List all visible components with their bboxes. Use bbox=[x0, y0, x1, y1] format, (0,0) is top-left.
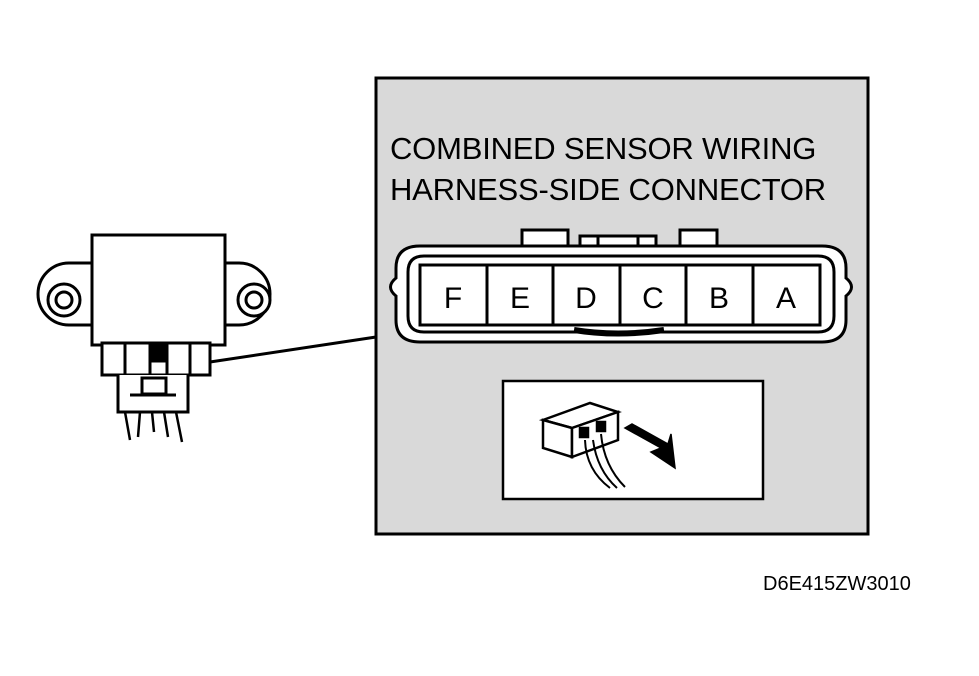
detail-title-line-1: COMBINED SENSOR WIRING bbox=[390, 131, 817, 166]
harness-side-connector bbox=[389, 228, 853, 344]
combined-sensor-unit bbox=[36, 233, 272, 443]
pin-labels: F E D C B A bbox=[444, 282, 796, 315]
pin-label-f: F bbox=[444, 282, 462, 315]
sensor-body bbox=[90, 233, 227, 347]
pin-label-d: D bbox=[575, 282, 597, 315]
pin-label-a: A bbox=[776, 282, 796, 315]
mounting-bolt-icon bbox=[236, 282, 272, 318]
figure-code: D6E415ZW3010 bbox=[763, 573, 911, 595]
connector-block-icon bbox=[538, 401, 626, 489]
mounting-bolt-icon bbox=[46, 282, 82, 318]
pin-label-c: C bbox=[642, 282, 664, 315]
pin-label-e: E bbox=[510, 282, 530, 315]
detail-title-line-2: HARNESS-SIDE CONNECTOR bbox=[390, 172, 826, 207]
insertion-arrow-icon bbox=[623, 423, 676, 470]
leader-line bbox=[209, 335, 377, 364]
pin-label-b: B bbox=[709, 282, 729, 315]
view-direction-inset bbox=[501, 379, 765, 501]
